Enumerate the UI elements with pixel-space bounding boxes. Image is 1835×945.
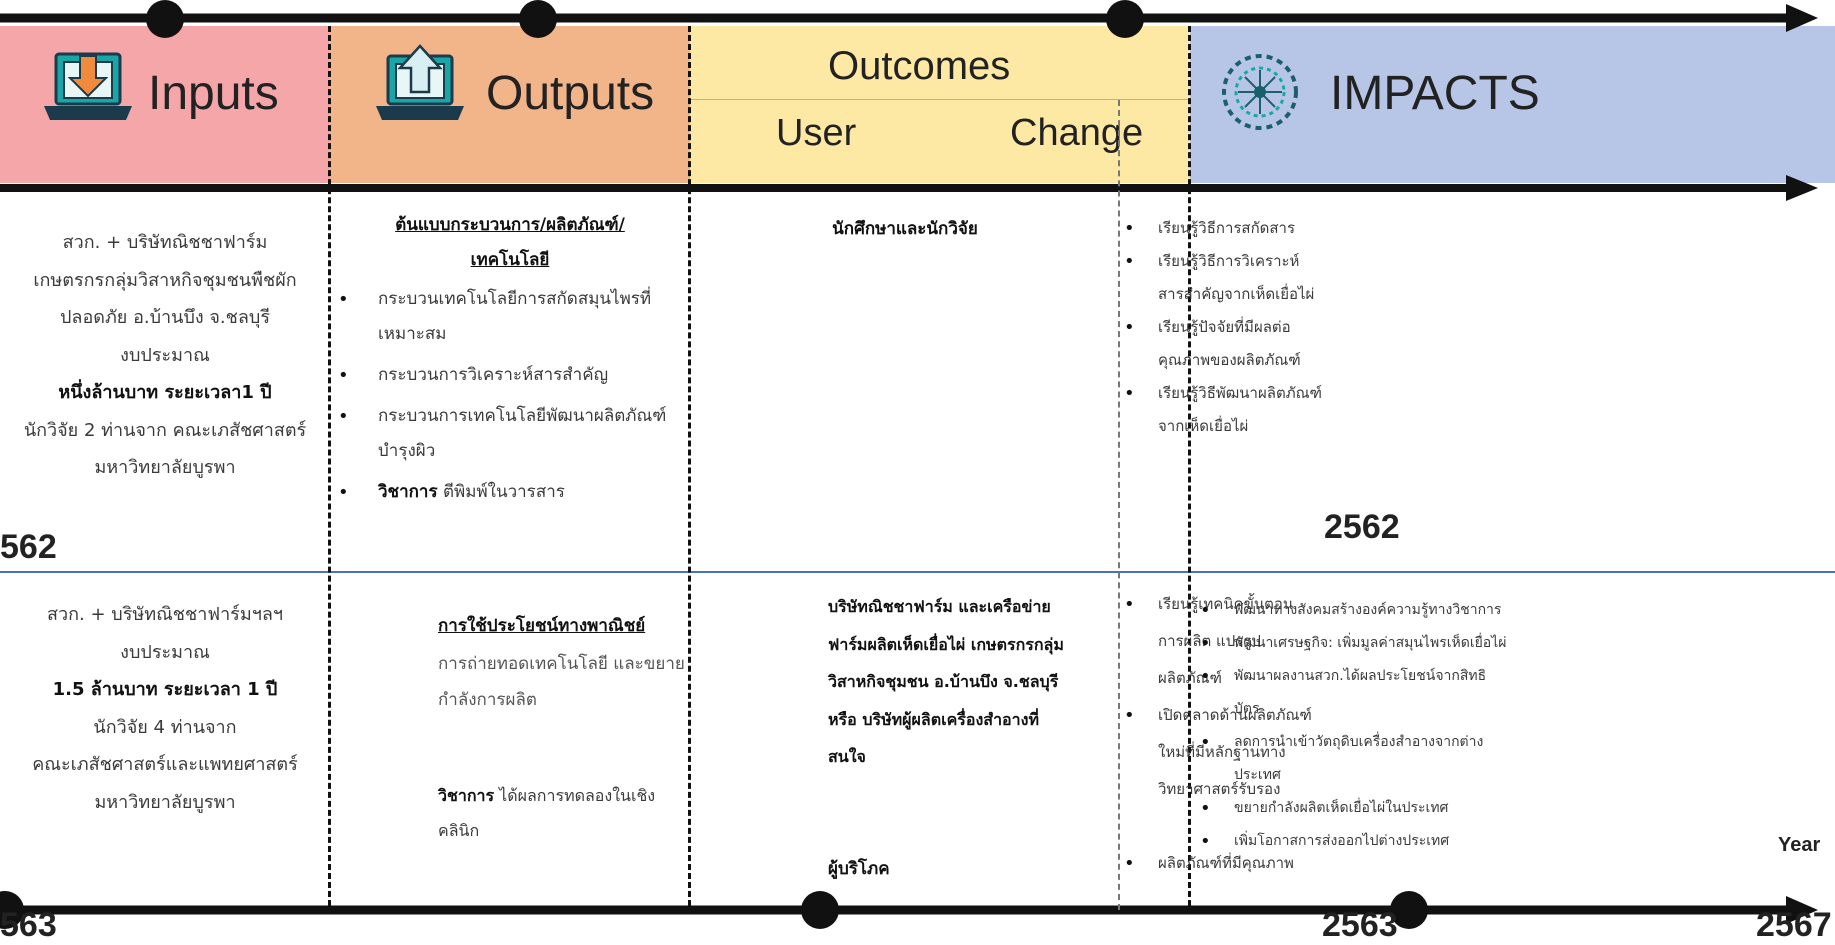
column-separator bbox=[328, 26, 331, 906]
outcomes-change-2562: เรียนรู้วิธีการสกัดสาร เรียนรู้วิธีการวิ… bbox=[1122, 212, 1322, 443]
academic-text: ได้ผลการทดลองในเชิงคลินิก bbox=[438, 786, 656, 840]
text-line: นักวิจัย 2 ท่านจาก คณะเภสัชศาสตร์ bbox=[23, 419, 307, 441]
list-item: พัฒนาเศรษฐกิจ: เพิ่มมูลค่าสมุนไพรเห็ดเยื… bbox=[1198, 627, 1510, 660]
year-label-2567: 2567 bbox=[1756, 906, 1832, 944]
timeline-dot bbox=[1106, 0, 1144, 38]
text-line: งบประมาณ bbox=[120, 344, 210, 366]
year-label-2562-left: 562 bbox=[0, 528, 57, 566]
outcomes-change-title: Change bbox=[1010, 112, 1144, 154]
list-item: เพิ่มโอกาสการส่งออกไปต่างประเทศ bbox=[1198, 825, 1510, 858]
academic-label: วิชาการ bbox=[378, 482, 438, 502]
year-label-2563-left: 563 bbox=[0, 906, 57, 944]
outputs-academic-2563: วิชาการ ได้ผลการทดลองในเชิงคลินิก bbox=[438, 778, 690, 848]
timeline-dot bbox=[146, 0, 184, 38]
outputs-title: เทคโนโลยี bbox=[470, 250, 550, 270]
impacts-list: พัฒนาทางสังคมสร้างองค์ความรู้ทางวิชาการ … bbox=[1198, 594, 1510, 858]
outputs-text: การถ่ายทอดเทคโนโลยี และขยายกำลังการผลิต bbox=[438, 654, 685, 710]
outputs-title: การใช้ประโยชน์ทางพาณิชย์ bbox=[438, 616, 646, 636]
inputs-2562: สวก. + บริษัทณิชชาฟาร์ม เกษตรกรกลุ่มวิสา… bbox=[0, 224, 330, 487]
year-axis-label: Year bbox=[1778, 834, 1821, 856]
outcomes-user-title: User bbox=[776, 112, 857, 154]
text-line: เกษตรกรกลุ่มวิสาหกิจชุมชนพืชผัก bbox=[33, 269, 297, 291]
list-item: เรียนรู้วิธีการสกัดสาร bbox=[1122, 212, 1322, 245]
inputs-title: Inputs bbox=[148, 67, 279, 120]
list-item: เรียนรู้วิธีการวิเคราะห์สารสำคัญจากเห็ดเ… bbox=[1122, 245, 1322, 311]
academic-label: วิชาการ bbox=[438, 786, 495, 805]
column-separator bbox=[688, 26, 691, 906]
text-line: งบประมาณ bbox=[120, 641, 210, 663]
text-line: ปลอดภัย อ.บ้านบึง จ.ชลบุรี bbox=[59, 307, 270, 328]
impacts-title: IMPACTS bbox=[1330, 67, 1540, 120]
timeline-dot bbox=[801, 891, 839, 929]
list-item: เรียนรู้ปัจจัยที่มีผลต่อคุณภาพของผลิตภัณ… bbox=[1122, 311, 1322, 377]
outputs-2562: ต้นแบบกระบวนการ/ผลิตภัณฑ์/ เทคโนโลยี กระ… bbox=[334, 208, 686, 510]
list-item: ลดการนำเข้าวัตถุดิบเครื่องสำอางจากต่างปร… bbox=[1198, 726, 1510, 792]
text-line: สวก. + บริษัทณิชชาฟาร์ม bbox=[62, 232, 268, 253]
list-item: พัฒนาทางสังคมสร้างองค์ความรู้ทางวิชาการ bbox=[1198, 594, 1510, 627]
list-item: กระบวนการเทคโนโลยีพัฒนาผลิตภัณฑ์บำรุงผิว bbox=[334, 399, 686, 469]
list-item: ผลิตภัณฑ์ที่มีคุณภาพ bbox=[1122, 846, 1322, 881]
outcomes-divider bbox=[690, 99, 1190, 100]
list-item: เรียนรู้วิธีพัฒนาผลิตภัณฑ์จากเห็ดเยื่อไผ… bbox=[1122, 377, 1322, 443]
outputs-2563: การใช้ประโยชน์ทางพาณิชย์ การถ่ายทอดเทคโน… bbox=[438, 608, 686, 718]
outputs-title: ต้นแบบกระบวนการ/ผลิตภัณฑ์/ bbox=[395, 215, 625, 235]
outputs-list: กระบวนเทคโนโลยีการสกัดสมุนไพรที่เหมาะสม … bbox=[334, 282, 686, 510]
upload-laptop-icon bbox=[376, 44, 464, 120]
inputs-2563: สวก. + บริษัทณิชชาฟาร์มฯลฯ งบประมาณ 1.5 … bbox=[0, 596, 330, 821]
year-label-2562: 2562 bbox=[1324, 508, 1400, 546]
list-item: กระบวนการวิเคราะห์สารสำคัญ bbox=[334, 358, 686, 393]
academic-text: ตีพิมพ์ในวารสาร bbox=[437, 482, 565, 502]
list-item: ขยายกำลังผลิตเห็ดเยื่อไผ่ในประเทศ bbox=[1198, 792, 1510, 825]
text-line: มหาวิทยาลัยบูรพา bbox=[94, 457, 236, 478]
text-line: 1.5 ล้านบาท ระยะเวลา 1 ปี bbox=[52, 679, 278, 700]
text-line: หนึ่งล้านบาท ระยะเวลา1 ปี bbox=[58, 382, 272, 403]
outcomes-user-2563: บริษัทณิชชาฟาร์ม และเครือข่ายฟาร์มผลิตเห… bbox=[828, 597, 1064, 766]
outputs-title: Outputs bbox=[486, 67, 655, 120]
download-laptop-icon bbox=[44, 52, 132, 120]
text-line: มหาวิทยาลัยบูรพา bbox=[94, 791, 236, 813]
outcomes-user-2562: นักศึกษาและนักวิจัย bbox=[832, 219, 978, 239]
list-item: กระบวนเทคโนโลยีการสกัดสมุนไพรที่เหมาะสม bbox=[334, 282, 686, 352]
column-separator bbox=[1188, 26, 1191, 906]
text-line: คณะเภสัชศาสตร์และแพทยศาสตร์ bbox=[32, 754, 298, 775]
change-list: เรียนรู้วิธีการสกัดสาร เรียนรู้วิธีการวิ… bbox=[1122, 212, 1322, 443]
list-item: พัฒนาผลงานสวก.ได้ผลประโยชน์จากสิทธิบัตร bbox=[1198, 660, 1510, 726]
outcomes-user2-2563: ผู้บริโภค bbox=[828, 859, 890, 879]
text-line: นักวิจัย 4 ท่านจาก bbox=[93, 716, 237, 738]
network-globe-icon bbox=[1222, 54, 1298, 130]
timeline-dot bbox=[519, 0, 557, 38]
inputs-header bbox=[0, 26, 330, 183]
impacts-2563: พัฒนาทางสังคมสร้างองค์ความรู้ทางวิชาการ … bbox=[1198, 594, 1510, 858]
impacts-header bbox=[1190, 26, 1835, 183]
outcomes-header bbox=[690, 26, 1190, 183]
change-list: ผลิตภัณฑ์ที่มีคุณภาพ bbox=[1122, 846, 1322, 881]
year-label-2563: 2563 bbox=[1322, 906, 1398, 944]
outcomes-title: Outcomes bbox=[828, 44, 1011, 88]
column-separator bbox=[1118, 100, 1120, 910]
timeline-dot bbox=[1390, 891, 1428, 929]
outcomes-change2-2563: ผลิตภัณฑ์ที่มีคุณภาพ bbox=[1122, 846, 1322, 881]
text-line: สวก. + บริษัทณิชชาฟาร์มฯลฯ bbox=[47, 604, 283, 625]
list-item: วิชาการ ตีพิมพ์ในวารสาร bbox=[334, 475, 686, 510]
